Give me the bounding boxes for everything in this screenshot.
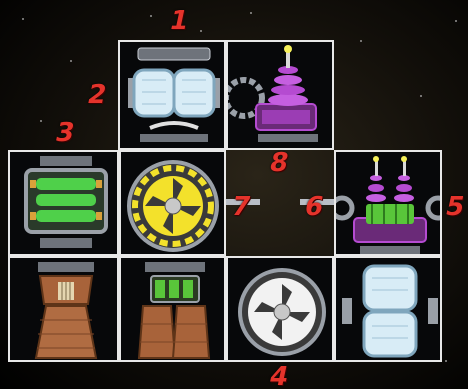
- shield-capsule-icon: [120, 42, 226, 150]
- tile-green-engine[interactable]: [119, 256, 226, 362]
- double-coil-icon: [336, 152, 442, 256]
- tile-double-coil-module[interactable]: [334, 150, 442, 256]
- tile-coil-module[interactable]: [226, 40, 334, 150]
- tile-copper-engine[interactable]: [8, 256, 119, 362]
- copper-thruster-icon: [10, 258, 119, 362]
- tile-yellow-reactor[interactable]: [119, 150, 226, 256]
- tile-shield-module[interactable]: [118, 40, 226, 150]
- tesla-coil-icon: [228, 42, 334, 150]
- tile-battery-module[interactable]: [8, 150, 119, 256]
- white-reactor-icon: [228, 258, 334, 362]
- green-thruster-icon: [121, 258, 226, 362]
- battery-icon: [10, 152, 119, 256]
- tile-white-reactor[interactable]: [226, 256, 334, 362]
- shield-capsule-icon: [336, 258, 442, 362]
- yellow-reactor-icon: [121, 152, 226, 256]
- tile-shield-capsule-vertical[interactable]: [334, 256, 442, 362]
